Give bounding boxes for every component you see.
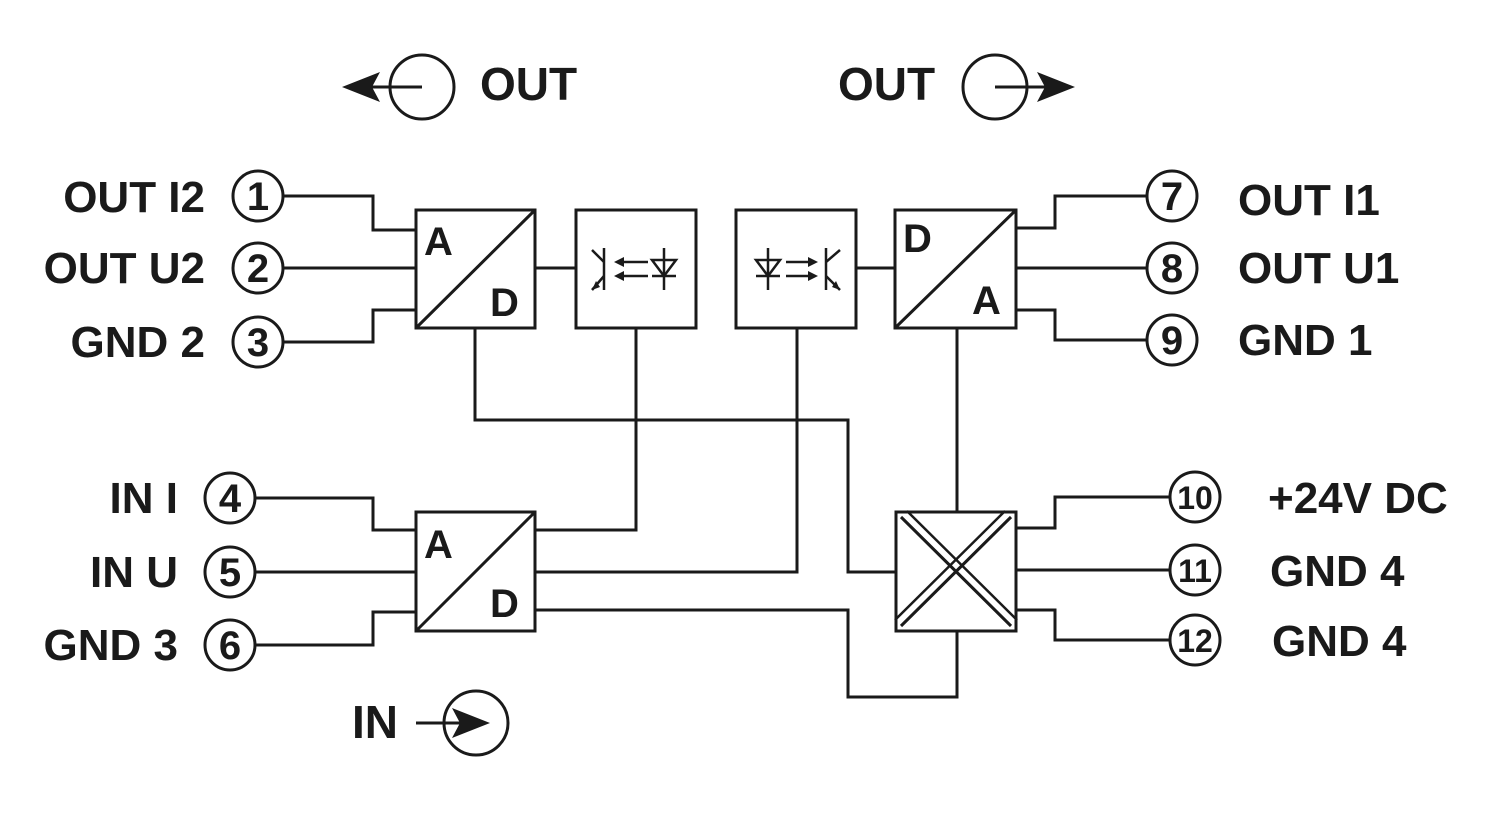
- adc-block-in: A D: [414, 510, 537, 633]
- dac-block: D A: [893, 208, 1018, 330]
- terminal-3-number: 3: [247, 321, 269, 365]
- terminal-10: 10 +24V DC: [1168, 470, 1448, 524]
- terminal-5: IN U 5: [90, 545, 257, 599]
- terminal-8-label: OUT U1: [1238, 244, 1399, 293]
- terminal-11-number: 11: [1178, 553, 1212, 589]
- terminal-1-number: 1: [247, 175, 269, 219]
- terminal-4-label: IN I: [110, 474, 178, 523]
- terminal-9: 9 GND 1: [1145, 313, 1372, 367]
- terminal-5-number: 5: [219, 551, 241, 595]
- power-supply-icon: [894, 510, 1018, 628]
- arrow-in-icon: [416, 708, 490, 738]
- adc-out-bottom-label: D: [490, 281, 519, 325]
- optocoupler-right: [734, 208, 858, 330]
- out-left-indicator: OUT: [342, 53, 577, 121]
- terminal-6: GND 3 6: [44, 618, 257, 672]
- terminal-7-number: 7: [1161, 175, 1183, 219]
- terminal-11: 11 GND 4: [1168, 543, 1405, 597]
- terminal-1: OUT I2 1: [63, 169, 285, 223]
- dac-bottom-label: A: [972, 279, 1001, 323]
- adc-out-top-label: A: [424, 220, 453, 264]
- terminal-8: 8 OUT U1: [1145, 241, 1399, 295]
- arrow-right-icon: [995, 72, 1075, 102]
- terminal-3-label: GND 2: [71, 318, 205, 367]
- arrow-left-icon: [342, 72, 422, 102]
- terminal-7: 7 OUT I1: [1145, 169, 1380, 225]
- adc-in-bottom-label: D: [490, 582, 519, 626]
- adc-in-top-label: A: [424, 523, 453, 567]
- terminal-11-label: GND 4: [1270, 547, 1405, 596]
- out-right-indicator: OUT: [838, 53, 1075, 121]
- terminal-2: OUT U2 2: [44, 241, 285, 295]
- terminal-12-number: 12: [1177, 623, 1213, 659]
- adc-block-out: A D: [414, 208, 537, 330]
- terminal-12-label: GND 4: [1272, 617, 1407, 666]
- terminal-10-label: +24V DC: [1268, 474, 1448, 523]
- terminal-2-number: 2: [247, 247, 269, 291]
- terminal-4: IN I 4: [110, 471, 257, 525]
- terminal-10-number: 10: [1177, 480, 1213, 516]
- terminal-5-label: IN U: [90, 548, 178, 597]
- terminal-12: 12 GND 4: [1168, 613, 1407, 667]
- terminal-7-label: OUT I1: [1238, 176, 1380, 225]
- terminal-3: GND 2 3: [71, 315, 285, 369]
- optocoupler-icon: [753, 248, 841, 291]
- in-indicator: IN: [352, 689, 510, 757]
- optocoupler-left: [574, 208, 698, 330]
- terminal-9-label: GND 1: [1238, 316, 1372, 365]
- terminal-8-number: 8: [1161, 247, 1183, 291]
- terminal-6-number: 6: [219, 624, 241, 668]
- terminal-4-number: 4: [219, 477, 242, 521]
- terminal-1-label: OUT I2: [63, 173, 205, 222]
- power-supply-block: [894, 510, 1018, 633]
- in-label: IN: [352, 696, 398, 748]
- out-right-label: OUT: [838, 58, 935, 110]
- terminal-9-number: 9: [1161, 319, 1183, 363]
- dac-top-label: D: [903, 217, 932, 261]
- out-left-label: OUT: [480, 58, 577, 110]
- terminal-2-label: OUT U2: [44, 244, 205, 293]
- terminal-6-label: GND 3: [44, 621, 178, 670]
- wiring: [255, 194, 1170, 699]
- optocoupler-icon: [591, 248, 679, 291]
